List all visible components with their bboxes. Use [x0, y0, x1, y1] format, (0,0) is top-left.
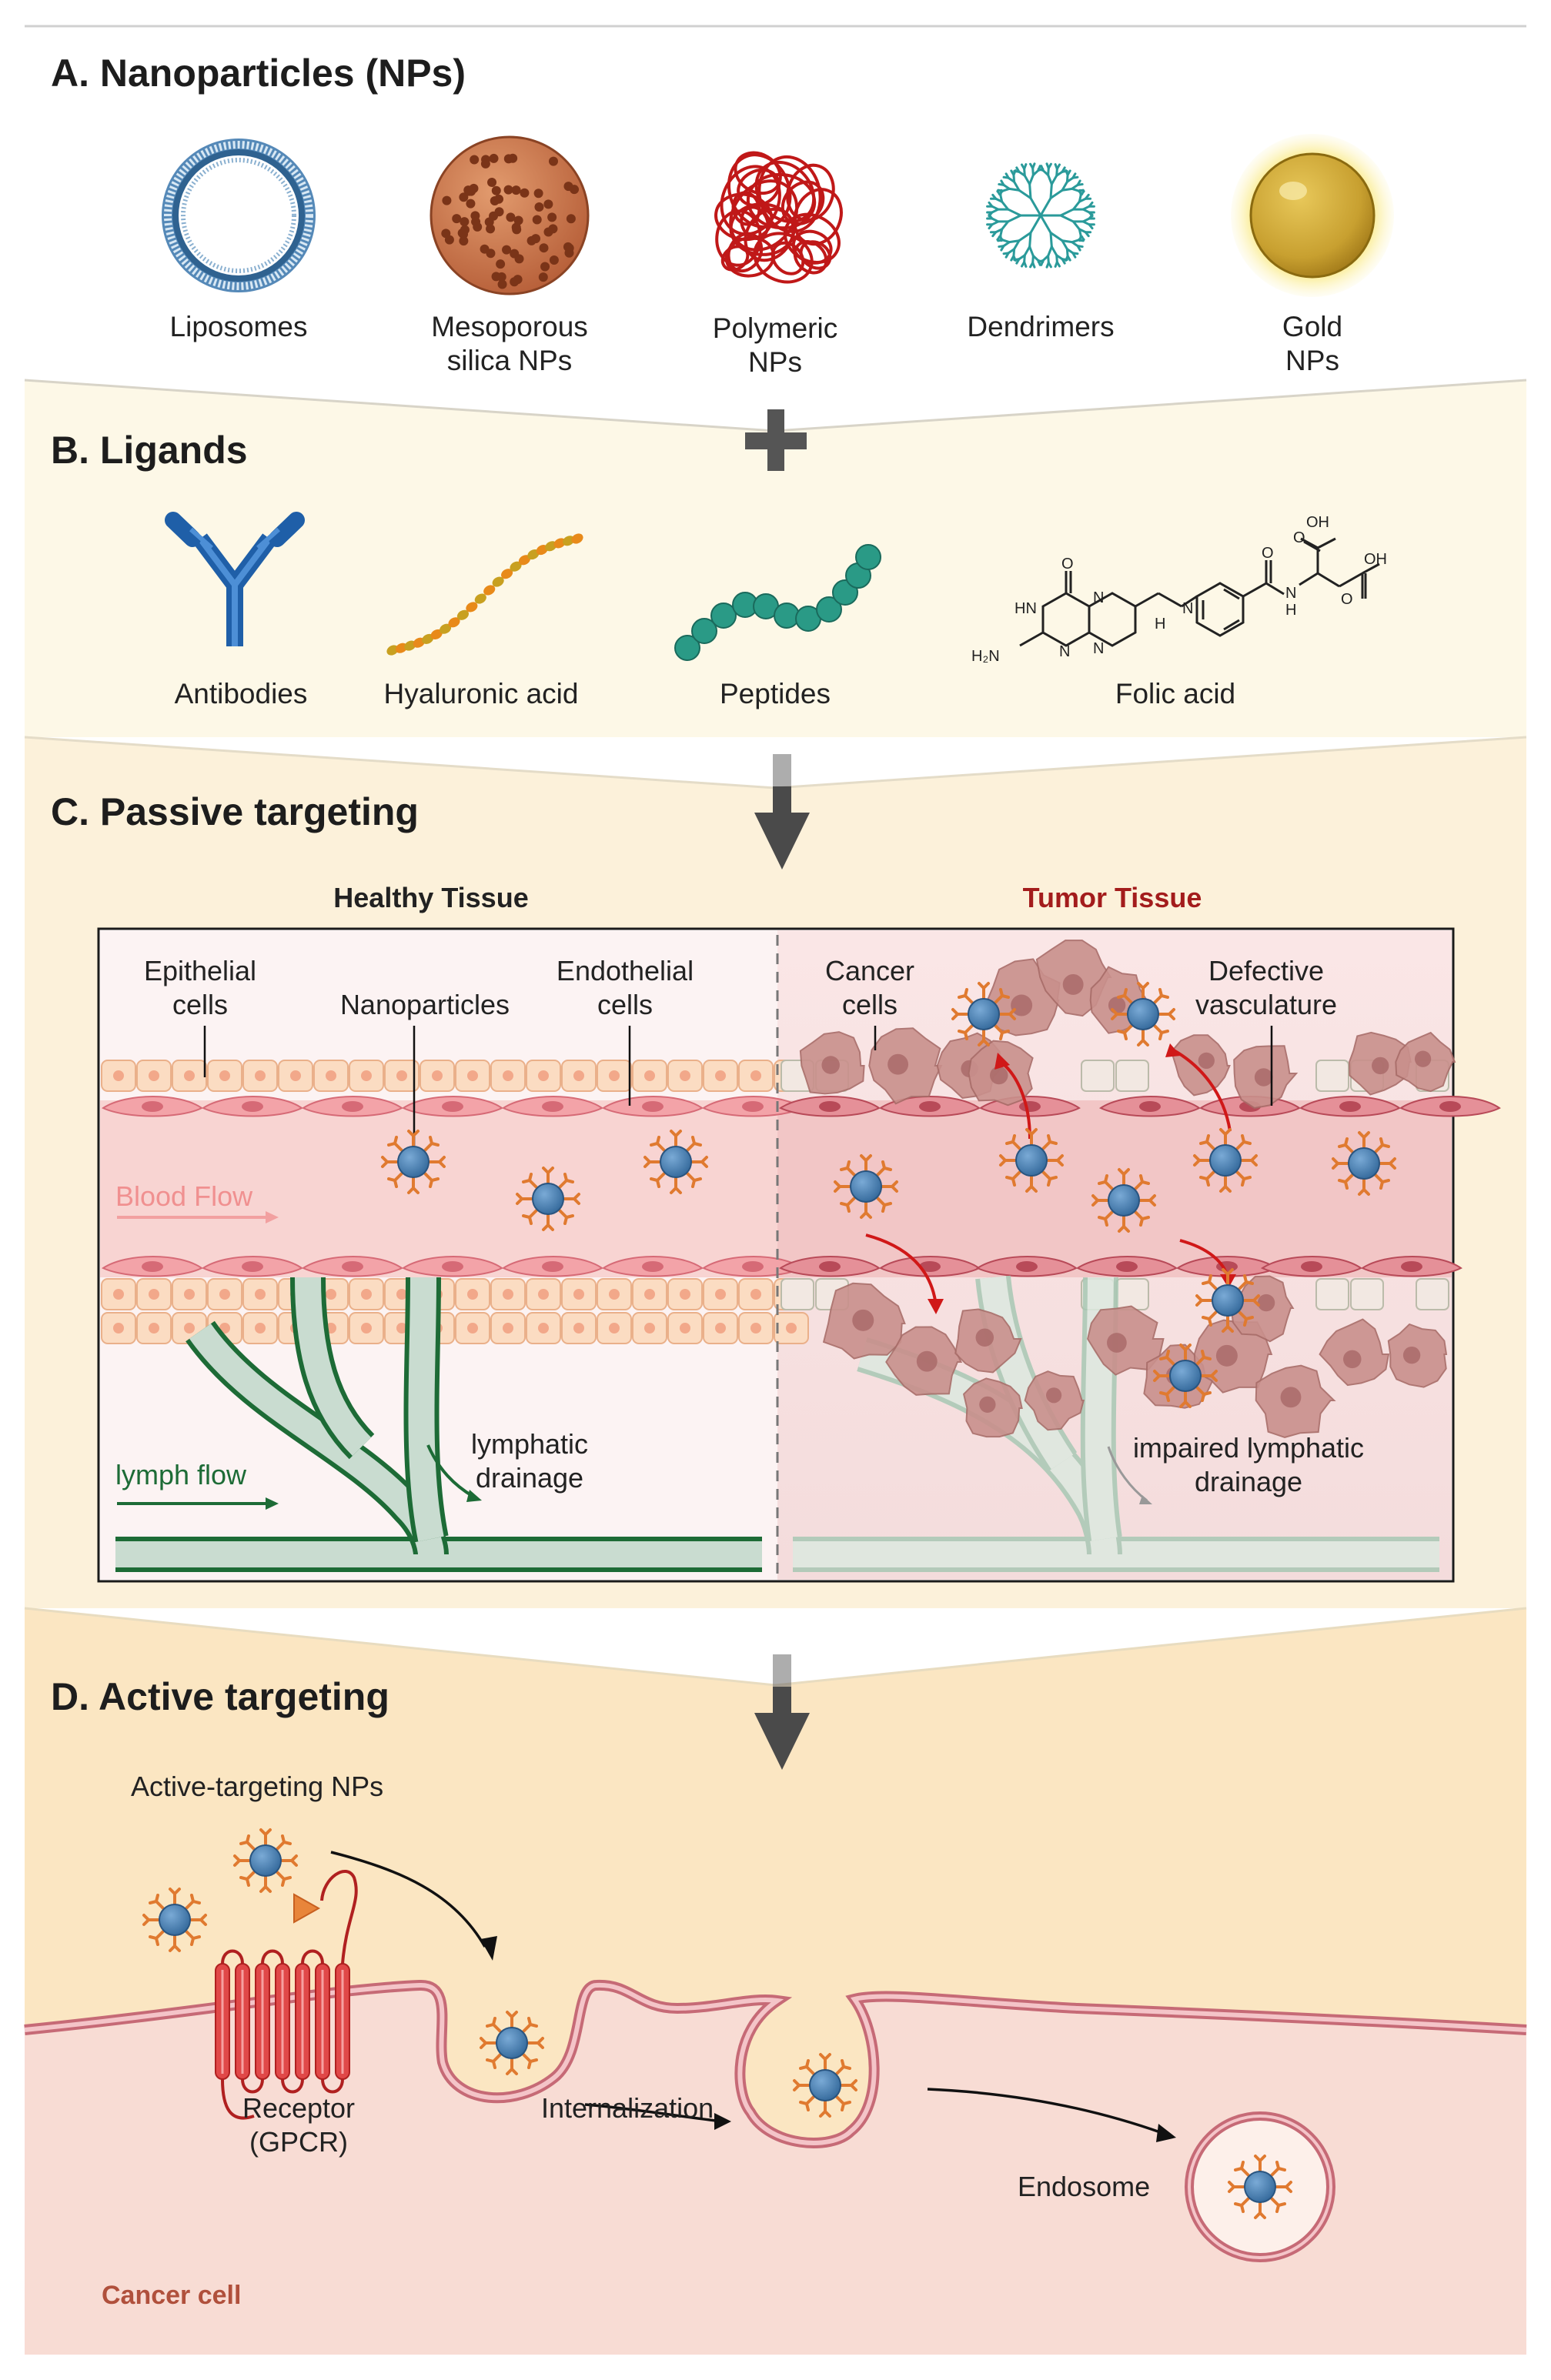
endosome-label: Endosome: [1018, 2171, 1151, 2202]
chem-hn: HN: [1015, 600, 1037, 617]
chem-h2: H: [1285, 602, 1297, 619]
mesoporous-silica-icon: [430, 135, 590, 295]
section-c-title: C. Passive targeting: [51, 790, 419, 833]
ligand-label-folic: Folic acid: [1115, 678, 1236, 709]
polymeric-np-icon: [714, 151, 843, 284]
np-label-liposomes: Liposomes: [169, 311, 308, 342]
folic-acid-icon: [1019, 537, 1380, 647]
ligand-label-hyaluronic: Hyaluronic acid: [383, 678, 579, 709]
chem-o4: O: [1341, 591, 1353, 608]
lymphatic-drainage-arrow: [426, 1444, 482, 1502]
dendrimer-icon: [986, 162, 1095, 269]
gpcr-receptor-icon: [215, 1870, 358, 2120]
gold-np-icon: [1231, 134, 1394, 297]
chem-n3: N: [1059, 643, 1071, 660]
internalization-arrows: [330, 1851, 1163, 2135]
chem-n2: N: [1093, 640, 1105, 657]
healthy-tissue-title: Healthy Tissue: [333, 882, 529, 913]
chem-nh: N: [1182, 600, 1194, 617]
impaired-drainage-arrow: [1107, 1446, 1152, 1504]
lymph-flow-label: lymph flow: [115, 1459, 247, 1490]
section-b-title: B. Ligands: [51, 429, 248, 472]
chem-n1: N: [1093, 589, 1105, 606]
antibody-icon: [165, 512, 305, 646]
receptor-label: Receptor(GPCR): [242, 2092, 356, 2158]
plus-icon: [745, 409, 807, 471]
np-label-dendrimers: Dendrimers: [967, 311, 1115, 342]
hyaluronic-acid-icon: [386, 533, 583, 656]
nanoparticles-label: Nanoparticles: [339, 989, 510, 1020]
chem-h1: H: [1155, 616, 1166, 633]
chem-h2n: H₂N: [971, 648, 1000, 665]
ligand-label-antibodies: Antibodies: [174, 678, 308, 709]
chem-o1: O: [1061, 556, 1074, 572]
passive-targeting-panel: [97, 927, 1501, 1583]
section-a-title: A. Nanoparticles (NPs): [51, 52, 466, 95]
liposome-icon: [162, 139, 316, 292]
tumor-tissue-title: Tumor Tissue: [1022, 882, 1202, 913]
chem-nh2: N: [1285, 585, 1297, 602]
ligand-triangle-icon: [293, 1893, 321, 1924]
ligand-label-peptides: Peptides: [720, 678, 831, 709]
chem-oh2: OH: [1364, 551, 1387, 568]
cancer-cell-cytoplasm: [24, 1979, 1527, 2355]
lymph-flow-arrow: [117, 1497, 279, 1510]
blood-flow-label: Blood Flow: [115, 1180, 253, 1212]
chem-o3: O: [1293, 529, 1305, 546]
blood-flow-arrow: [117, 1211, 279, 1223]
active-targeting-nps-label: Active-targeting NPs: [131, 1771, 384, 1802]
section-d-title: D. Active targeting: [51, 1675, 389, 1718]
healthy-lymph-vessel: [115, 1277, 762, 1572]
chem-o2: O: [1262, 545, 1274, 562]
chem-oh1: OH: [1306, 514, 1329, 531]
internalization-label: Internalization: [541, 2092, 714, 2124]
peptides-icon: [674, 544, 881, 661]
cancer-cell-label: Cancer cell: [102, 2281, 242, 2310]
